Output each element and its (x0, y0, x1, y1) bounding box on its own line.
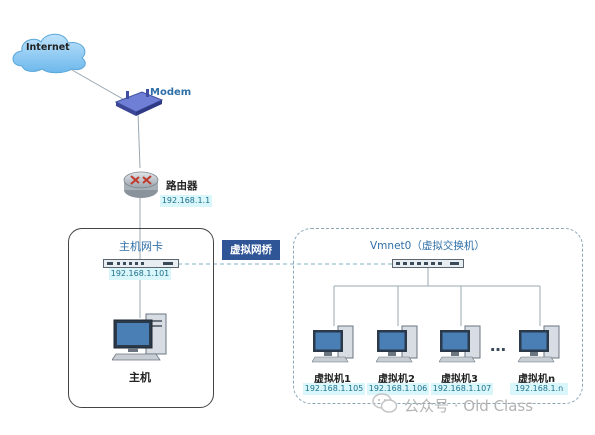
vm-2-label: 虚拟机2 (378, 374, 415, 385)
vm-3-label: 虚拟机3 (441, 374, 478, 385)
vm-1-label: 虚拟机1 (314, 374, 351, 385)
nic-icon (103, 259, 179, 268)
vm-n-label: 虚拟机n (518, 374, 556, 385)
host-nic-label: 主机网卡 (119, 240, 163, 253)
vm-1-ip: 192.168.1.105 (303, 383, 365, 395)
vm-1-pc-icon (312, 325, 354, 363)
vm-3-ip: 192.168.1.107 (431, 383, 493, 395)
pc-icon (112, 313, 167, 361)
router-icon (123, 171, 159, 198)
host-label: 主机 (129, 371, 151, 384)
vswitch-label: Vmnet0（虚拟交换机） (370, 240, 485, 252)
watermark-text: 公众号 · Old Class (404, 397, 534, 415)
host-nic-ip: 192.168.1.101 (109, 268, 171, 280)
modem-label: Modem (150, 87, 192, 98)
more-vms-ellipsis: … (490, 336, 508, 355)
host-machine-frame (68, 228, 214, 408)
vm-3-pc-icon (439, 325, 481, 363)
wechat-icon (372, 393, 398, 413)
virtual-bridge-label: 虚拟网桥 (222, 240, 280, 260)
vm-n-pc-icon (518, 325, 560, 363)
modem-icon (114, 89, 164, 116)
router-label: 路由器 (166, 180, 198, 192)
internet-label: Internet (26, 42, 70, 53)
router-ip: 192.168.1.1 (160, 195, 212, 207)
vm-n-ip: 192.168.1.n (510, 383, 568, 395)
virtual-network-frame (293, 228, 583, 404)
cloud-icon (12, 33, 86, 74)
switch-icon (392, 259, 464, 268)
vm-2-pc-icon (376, 325, 418, 363)
vm-2-ip: 192.168.1.106 (367, 383, 429, 395)
